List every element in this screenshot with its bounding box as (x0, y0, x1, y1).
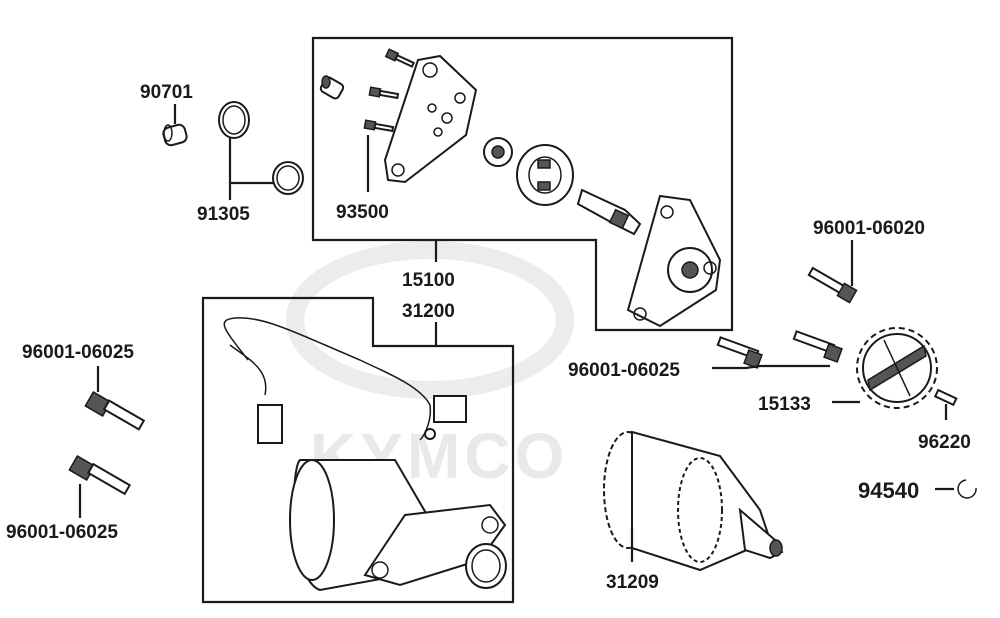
label-96001-06025-right: 96001-06025 (568, 360, 680, 381)
label-96220: 96220 (918, 432, 971, 453)
label-15133: 15133 (758, 394, 811, 415)
starter-gear-part (483, 137, 513, 167)
bolt-96001-06025-left-bottom-part (68, 455, 132, 496)
starter-drive-part (603, 430, 784, 572)
starter-motor-group-frame (201, 296, 515, 604)
bolt-93500-set (363, 48, 416, 133)
bolt-96001-06020-part (807, 266, 858, 304)
label-93500: 93500 (336, 202, 389, 223)
label-31209: 31209 (606, 572, 659, 593)
label-90701: 90701 (140, 82, 193, 103)
starter-motor-part (223, 317, 507, 592)
leader-96001-06025-right (712, 364, 830, 370)
sprocket-part (856, 327, 938, 409)
label-91305: 91305 (197, 204, 250, 225)
circlip-part (957, 479, 977, 499)
bolt-96001-06025-left-top-part (84, 391, 146, 431)
mounting-plate-part (383, 54, 478, 184)
label-96001-06025-left-top: 96001-06025 (22, 342, 134, 363)
one-way-clutch-part (516, 144, 574, 206)
cover-plate-part (626, 194, 722, 328)
o-ring-parts (218, 101, 304, 195)
label-31200: 31200 (402, 301, 455, 322)
drive-shaft-part (576, 188, 642, 236)
label-96001-06020: 96001-06020 (813, 218, 925, 239)
label-96001-06025-left-bottom: 96001-06025 (6, 522, 118, 543)
key-pin-part (933, 388, 958, 407)
bolt-96001-06025-right-part (716, 330, 843, 369)
starter-clutch-group-frame (311, 36, 734, 332)
small-cap-part (319, 75, 345, 100)
leader-91305 (228, 138, 273, 200)
bushing-part (162, 123, 188, 147)
label-94540: 94540 (858, 478, 919, 503)
label-15100: 15100 (402, 270, 455, 291)
